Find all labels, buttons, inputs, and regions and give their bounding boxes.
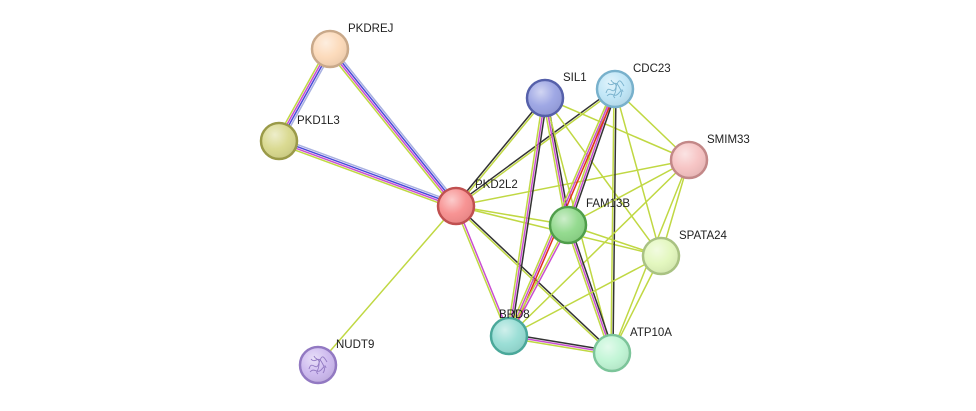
edge-line-experiments [456, 204, 511, 337]
node-label: PKD1L3 [297, 115, 340, 127]
node-label: ATP10A [630, 327, 672, 339]
edge-line-textmining [567, 159, 690, 226]
edge-line-textmining [456, 97, 547, 208]
edge-line-coexpression [612, 88, 617, 354]
node-pkdrej[interactable]: PKDREJ [310, 23, 393, 69]
edge-cdc23-spata24[interactable] [614, 88, 662, 257]
edge-spata24-brd8[interactable] [508, 255, 662, 337]
edge-line-textmining [542, 97, 567, 227]
edge-line-coexpression [455, 204, 614, 354]
node-shine [672, 143, 706, 177]
edge-pkd2l2-sil1[interactable] [454, 96, 547, 208]
node-fam13b[interactable]: FAM13B [548, 198, 630, 245]
edge-line-textmining [544, 97, 690, 161]
edge-line-experiments [328, 48, 456, 208]
protein-structure-icon [605, 79, 625, 99]
node-label: FAM13B [586, 198, 630, 210]
edge-line-textmining [454, 205, 509, 338]
edge-fam13b-atp10a[interactable] [565, 223, 615, 355]
node-spata24[interactable]: SPATA24 [641, 230, 728, 276]
protein-structure-icon [308, 355, 328, 375]
node-label: SPATA24 [679, 230, 728, 242]
node-label: PKDREJ [348, 23, 393, 35]
edge-line-textmining [565, 224, 611, 355]
edge-line-coexpression [569, 88, 618, 227]
edge-pkd2l2-nudt9[interactable] [317, 205, 457, 366]
edge-line-experiments [567, 224, 613, 354]
node-label: PKD2L2 [475, 179, 518, 191]
node-sil1[interactable]: SIL1 [525, 72, 587, 118]
edge-pkd2l2-brd8[interactable] [454, 204, 511, 338]
node-brd8[interactable]: BRD8 [489, 309, 530, 356]
edge-pkdrej-pkd2l2[interactable] [326, 46, 460, 209]
edge-line-textmining [544, 97, 662, 257]
edge-line-databases [278, 139, 458, 206]
edge-line-coexpression [569, 223, 615, 354]
protein-ribbon [607, 82, 622, 98]
edge-line-textmining [507, 223, 568, 337]
edge-cdc23-atp10a[interactable] [610, 88, 617, 354]
protein-ribbon [606, 89, 624, 97]
edge-sil1-smim33[interactable] [544, 97, 690, 161]
node-pkd1l3[interactable]: PKD1L3 [259, 115, 340, 161]
edge-line-textmining [506, 96, 544, 337]
node-shine [595, 336, 629, 370]
edge-line-textmining [326, 50, 455, 209]
node-smim33[interactable]: SMIM33 [669, 134, 750, 180]
node-pkd2l2[interactable]: PKD2L2 [436, 179, 518, 226]
node-shine [492, 319, 526, 353]
edge-line-textmining [614, 88, 662, 257]
node-shine [439, 189, 473, 223]
protein-ribbon [610, 79, 617, 99]
edge-line-textmining [277, 143, 456, 210]
edge-line-textmining [610, 88, 615, 354]
protein-ribbon [313, 355, 320, 375]
edge-smim33-fam13b[interactable] [567, 159, 690, 226]
node-shine [262, 124, 296, 158]
edge-line-coexpression [510, 97, 548, 338]
edge-line-experiments [277, 141, 457, 208]
node-label: SMIM33 [707, 134, 750, 146]
edge-pkd1l3-pkd2l2[interactable] [277, 137, 458, 210]
node-label: CDC23 [633, 63, 671, 75]
edge-sil1-brd8[interactable] [506, 96, 548, 338]
node-shine [528, 81, 562, 115]
node-atp10a[interactable]: ATP10A [592, 327, 672, 373]
edge-line-textmining [508, 255, 662, 337]
edge-line-databases [330, 47, 458, 207]
edge-line-textmining [317, 205, 457, 366]
edge-smim33-brd8[interactable] [508, 159, 690, 337]
node-shine [551, 208, 585, 242]
edge-line-experiments [509, 224, 570, 338]
node-label: NUDT9 [336, 339, 374, 351]
edge-line-textmining [508, 159, 690, 337]
edge-line-experiments [508, 97, 546, 337]
edges-layer [275, 46, 690, 366]
node-label: SIL1 [563, 72, 587, 84]
node-nudt9[interactable]: NUDT9 [298, 339, 374, 385]
node-shine [313, 32, 347, 66]
node-shine [644, 239, 678, 273]
edge-line-homology [331, 46, 460, 205]
node-label: BRD8 [499, 309, 530, 321]
protein-ribbon [310, 358, 325, 374]
node-cdc23[interactable]: CDC23 [595, 63, 671, 109]
edge-line-coexpression [454, 96, 545, 207]
edge-line-homology [279, 137, 458, 204]
edge-fam13b-brd8[interactable] [507, 223, 570, 338]
protein-ribbon [309, 365, 327, 373]
edge-sil1-spata24[interactable] [544, 97, 662, 257]
